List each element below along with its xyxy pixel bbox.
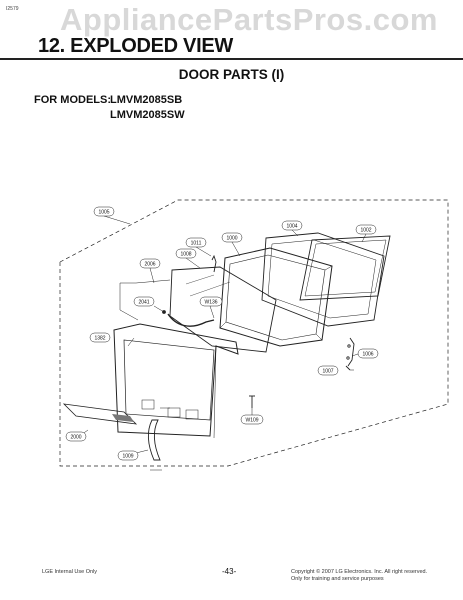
part-label-2000: 2000 <box>65 431 87 442</box>
page-heading: DOOR PARTS (I) <box>178 67 285 82</box>
part-label-2006: 2006 <box>139 258 161 269</box>
part-label-1007: 1007 <box>317 365 339 376</box>
watermark: AppliancePartsPros.com <box>60 2 438 37</box>
part-label-1000: 1000 <box>221 232 243 243</box>
footer-training-note: Only for training and service purposes <box>291 576 384 582</box>
part-label-1382: 1382 <box>89 332 111 343</box>
svg-text:1011: 1011 <box>191 241 202 247</box>
model-number: LMVM2085SW <box>110 109 185 121</box>
hinge-part <box>211 254 217 273</box>
latch-part <box>345 337 355 371</box>
footer-copyright: Copyright © 2007 LG Electronics. Inc. Al… <box>291 569 428 575</box>
model-number: LMVM2085SB <box>110 94 183 106</box>
svg-text:2041: 2041 <box>138 300 149 306</box>
svg-text:W136: W136 <box>204 300 217 306</box>
svg-text:1005: 1005 <box>98 210 109 216</box>
svg-text:1009: 1009 <box>122 454 133 460</box>
svg-text:W109: W109 <box>245 418 258 424</box>
svg-text:1000: 1000 <box>226 236 237 242</box>
part-label-1011: 1011 <box>185 237 207 248</box>
part-label-1008: 1008 <box>175 248 197 259</box>
part-label-1004: 1004 <box>281 220 303 231</box>
svg-text:1007: 1007 <box>322 369 333 375</box>
svg-text:1002: 1002 <box>360 228 371 234</box>
exploded-view-diagram: 1005 1011 1000 1004 1002 2006 1008 2041 … <box>59 199 449 471</box>
part-label-W136: W136 <box>199 296 223 307</box>
assembly-boundary <box>59 199 449 467</box>
svg-text:1004: 1004 <box>286 224 297 230</box>
footer-internal-note: LGE Internal Use Only <box>42 569 98 575</box>
part-label-1006: 1006 <box>357 348 379 359</box>
part-label-1009: 1009 <box>117 450 139 461</box>
svg-text:2006: 2006 <box>144 262 155 268</box>
handle-part <box>147 407 170 471</box>
page-number: -43- <box>222 567 237 576</box>
choke-frame-part <box>261 232 385 327</box>
part-label-1002: 1002 <box>355 224 377 235</box>
svg-text:2000: 2000 <box>70 435 81 441</box>
svg-text:1008: 1008 <box>180 252 191 258</box>
control-plate-part <box>62 403 138 425</box>
models-label: FOR MODELS: <box>34 94 111 106</box>
door-frame-part <box>219 247 333 347</box>
screw-part <box>249 395 255 408</box>
title-divider <box>0 58 463 60</box>
door-panel-part <box>113 323 239 439</box>
part-label-W109: W109 <box>240 414 264 425</box>
svg-text:1382: 1382 <box>94 336 105 342</box>
top-note: I2579 <box>6 6 19 12</box>
part-label-1005: 1005 <box>93 206 115 217</box>
svg-text:1006: 1006 <box>362 352 373 358</box>
section-title: 12. EXPLODED VIEW <box>38 35 233 57</box>
part-label-2041: 2041 <box>133 296 155 307</box>
glass-panel-part <box>299 235 391 301</box>
